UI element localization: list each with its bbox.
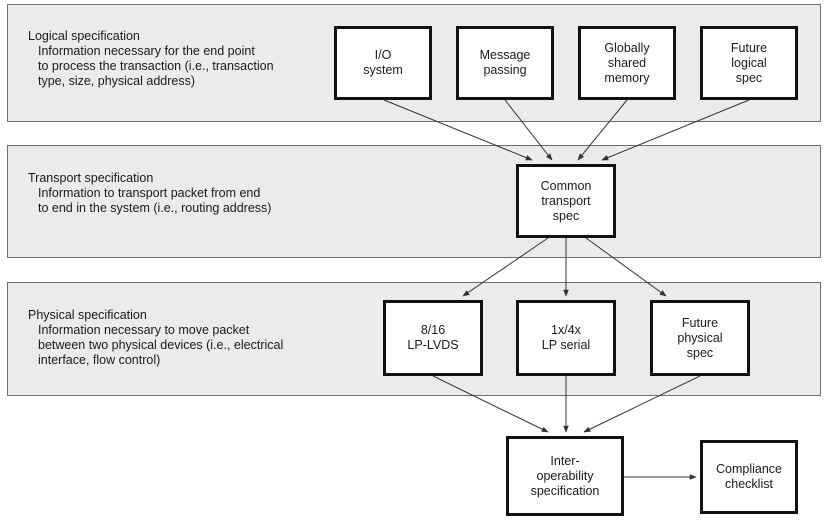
physical-specification-text: Physical specification Information neces…: [28, 308, 283, 368]
interoperability-specification-label: Inter- operability specification: [530, 453, 600, 498]
logical-specification-text: Logical specification Information necess…: [28, 29, 274, 89]
compliance-checklist-label: Compliance checklist: [715, 462, 782, 491]
io-system-box: I/O system: [334, 26, 432, 100]
future-logical-spec-label: Future logical spec: [730, 40, 768, 85]
common-transport-spec-label: Common transport spec: [540, 178, 592, 223]
io-system-label: I/O system: [363, 48, 403, 77]
common-transport-spec-box: Common transport spec: [516, 164, 616, 238]
lp-serial-box: 1x/4x LP serial: [516, 300, 616, 376]
physical-specification-title: Physical specification: [28, 308, 147, 322]
logical-specification-title: Logical specification: [28, 29, 140, 43]
future-logical-spec-box: Future logical spec: [700, 26, 798, 100]
globally-shared-memory-label: Globally shared memory: [604, 40, 650, 85]
future-physical-spec-box: Future physical spec: [650, 300, 750, 376]
message-passing-box: Message passing: [456, 26, 554, 100]
compliance-checklist-box: Compliance checklist: [700, 440, 798, 514]
interoperability-specification-box: Inter- operability specification: [506, 436, 624, 516]
transport-specification-description: Information to transport packet from end…: [38, 186, 272, 215]
globally-shared-memory-box: Globally shared memory: [578, 26, 676, 100]
lp-lvds-label: 8/16 LP-LVDS: [407, 323, 459, 352]
lp-serial-label: 1x/4x LP serial: [541, 323, 591, 352]
physical-specification-description: Information necessary to move packet bet…: [38, 323, 284, 367]
message-passing-label: Message passing: [479, 48, 531, 77]
transport-specification-layer: Transport specification Information to t…: [7, 145, 821, 258]
logical-specification-description: Information necessary for the end point …: [38, 44, 274, 88]
lp-lvds-box: 8/16 LP-LVDS: [383, 300, 483, 376]
transport-specification-text: Transport specification Information to t…: [28, 171, 271, 216]
future-physical-spec-label: Future physical spec: [677, 315, 723, 360]
transport-specification-title: Transport specification: [28, 171, 154, 185]
